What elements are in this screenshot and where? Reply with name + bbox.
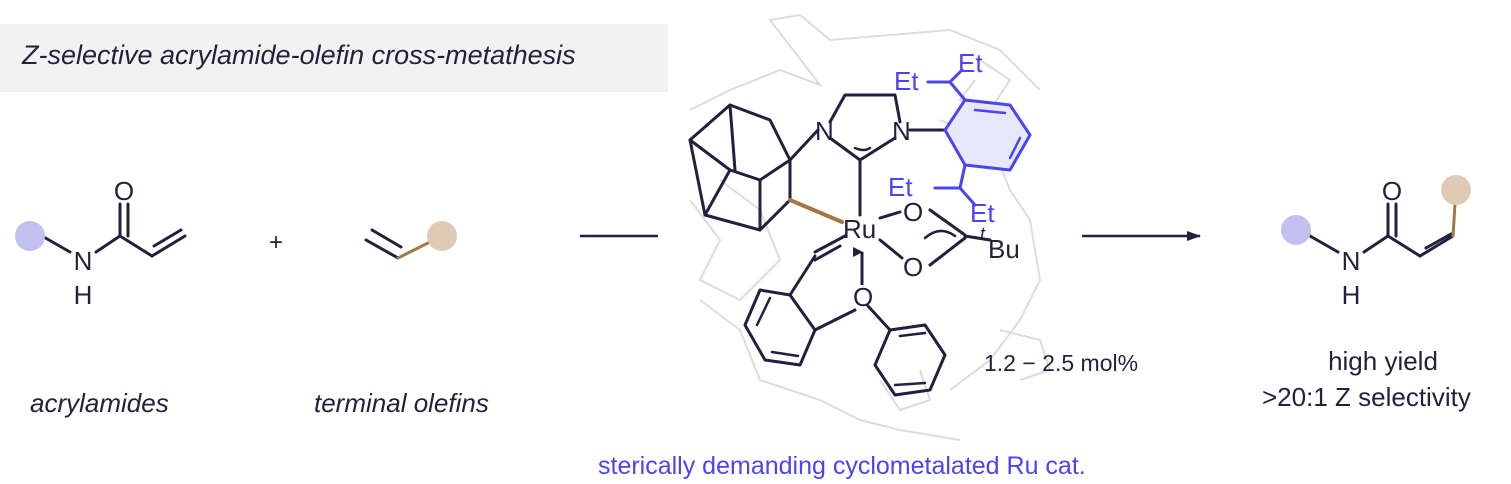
catalyst-caption: sterically demanding cyclometalated Ru c… (598, 452, 1086, 480)
terminal-olefin-structure (364, 228, 432, 260)
atom-h: H (74, 280, 93, 310)
acrylamides-label: acrylamides (30, 388, 169, 418)
catalyst-loading: 1.2 − 2.5 mol% (984, 350, 1139, 376)
atom-o-top: O (903, 197, 923, 227)
catalyst-atom-labels: Ru N N O O O t Bu (815, 116, 1020, 312)
cyclometalated-bond (788, 198, 844, 224)
atom-et-4: Et (970, 198, 995, 228)
page-title: Z-selective acrylamide-olefin cross-meta… (22, 40, 576, 70)
product-structure (1308, 202, 1457, 258)
substituent-circle (427, 221, 457, 251)
atom-n-right: N (892, 116, 911, 146)
ethyl-labels: Et Et Et Et (888, 48, 995, 228)
atom-o-bottom: O (903, 252, 923, 282)
plus-sign: + (269, 229, 283, 256)
yield-label: high yield (1328, 346, 1438, 376)
atom-n: N (1342, 246, 1361, 276)
catalyst-3d-overlay (689, 13, 1052, 441)
atom-et-3: Et (888, 172, 913, 202)
atom-tbu: Bu (988, 234, 1020, 264)
atom-o: O (114, 176, 134, 206)
atom-ru: Ru (843, 214, 876, 244)
title-banner (0, 24, 668, 92)
atom-tbu-superscript: t (980, 224, 986, 244)
terminal-olefins-label: terminal olefins (314, 388, 489, 418)
substituent-circle (1441, 175, 1471, 205)
atom-et-1: Et (894, 66, 919, 96)
substituent-circle (1281, 215, 1311, 245)
atom-o: O (1382, 176, 1402, 206)
atom-et-2: Et (958, 48, 983, 78)
atom-h: H (1342, 280, 1361, 310)
acrylamide-structure (40, 202, 187, 258)
atom-n-left: N (815, 116, 834, 146)
atom-o-ether: O (853, 282, 873, 312)
diethylaryl-group (926, 68, 1032, 207)
substituent-circle (15, 221, 45, 251)
atom-n: N (74, 246, 93, 276)
selectivity-label: >20:1 Z selectivity (1262, 382, 1471, 412)
catalyst-structure (688, 93, 992, 397)
